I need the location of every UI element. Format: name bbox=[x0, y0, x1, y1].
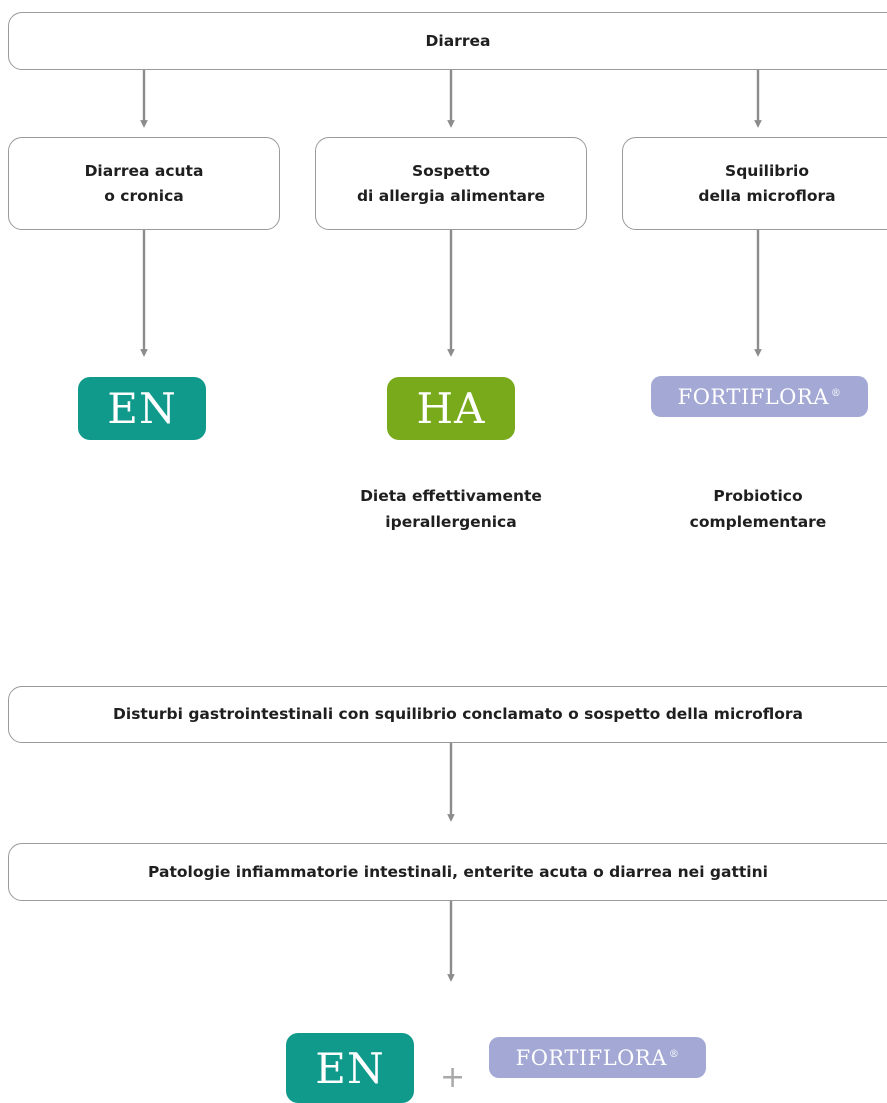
microflora-label: Squilibrio della microflora bbox=[698, 161, 836, 205]
en-badge-combo: EN bbox=[286, 1033, 414, 1103]
plus-sign: + bbox=[440, 1060, 466, 1095]
allergia-label: Sospetto di allergia alimentare bbox=[356, 161, 546, 205]
ha-badge-label: HA bbox=[416, 384, 486, 433]
fortiflora-badge-label: FORTIFLORA bbox=[677, 384, 829, 409]
allergia-box: Sospetto di allergia alimentare bbox=[315, 137, 587, 230]
disturbi-label: Disturbi gastrointestinali con squilibri… bbox=[113, 705, 803, 723]
ha-badge: HA bbox=[387, 377, 515, 440]
en-badge: EN bbox=[78, 377, 206, 440]
patologie-label: Patologie infiammatorie intestinali, ent… bbox=[148, 862, 768, 881]
diarrea-acuta-box: Diarrea acuta o cronica bbox=[8, 137, 280, 230]
en-badge-label: EN bbox=[107, 384, 177, 433]
fortiflora-badge-combo-label: FORTIFLORA bbox=[515, 1045, 667, 1070]
fortiflora-badge-combo: FORTIFLORA® bbox=[489, 1037, 706, 1078]
registered-mark: ® bbox=[830, 388, 842, 399]
registered-mark-combo: ® bbox=[668, 1049, 680, 1060]
fortiflora-caption: Probiotico complementare bbox=[689, 487, 827, 531]
diarrea-box: Diarrea bbox=[8, 12, 887, 70]
disturbi-box: Disturbi gastrointestinali con squilibri… bbox=[8, 686, 887, 743]
diarrea-acuta-label: Diarrea acuta o cronica bbox=[84, 161, 204, 205]
ha-caption: Dieta effettivamente iperallergenica bbox=[360, 487, 542, 531]
en-badge-combo-label: EN bbox=[315, 1043, 385, 1093]
microflora-box: Squilibrio della microflora bbox=[622, 137, 887, 230]
diarrea-label: Diarrea bbox=[425, 31, 491, 50]
fortiflora-badge: FORTIFLORA® bbox=[651, 376, 868, 417]
patologie-box: Patologie infiammatorie intestinali, ent… bbox=[8, 843, 887, 901]
